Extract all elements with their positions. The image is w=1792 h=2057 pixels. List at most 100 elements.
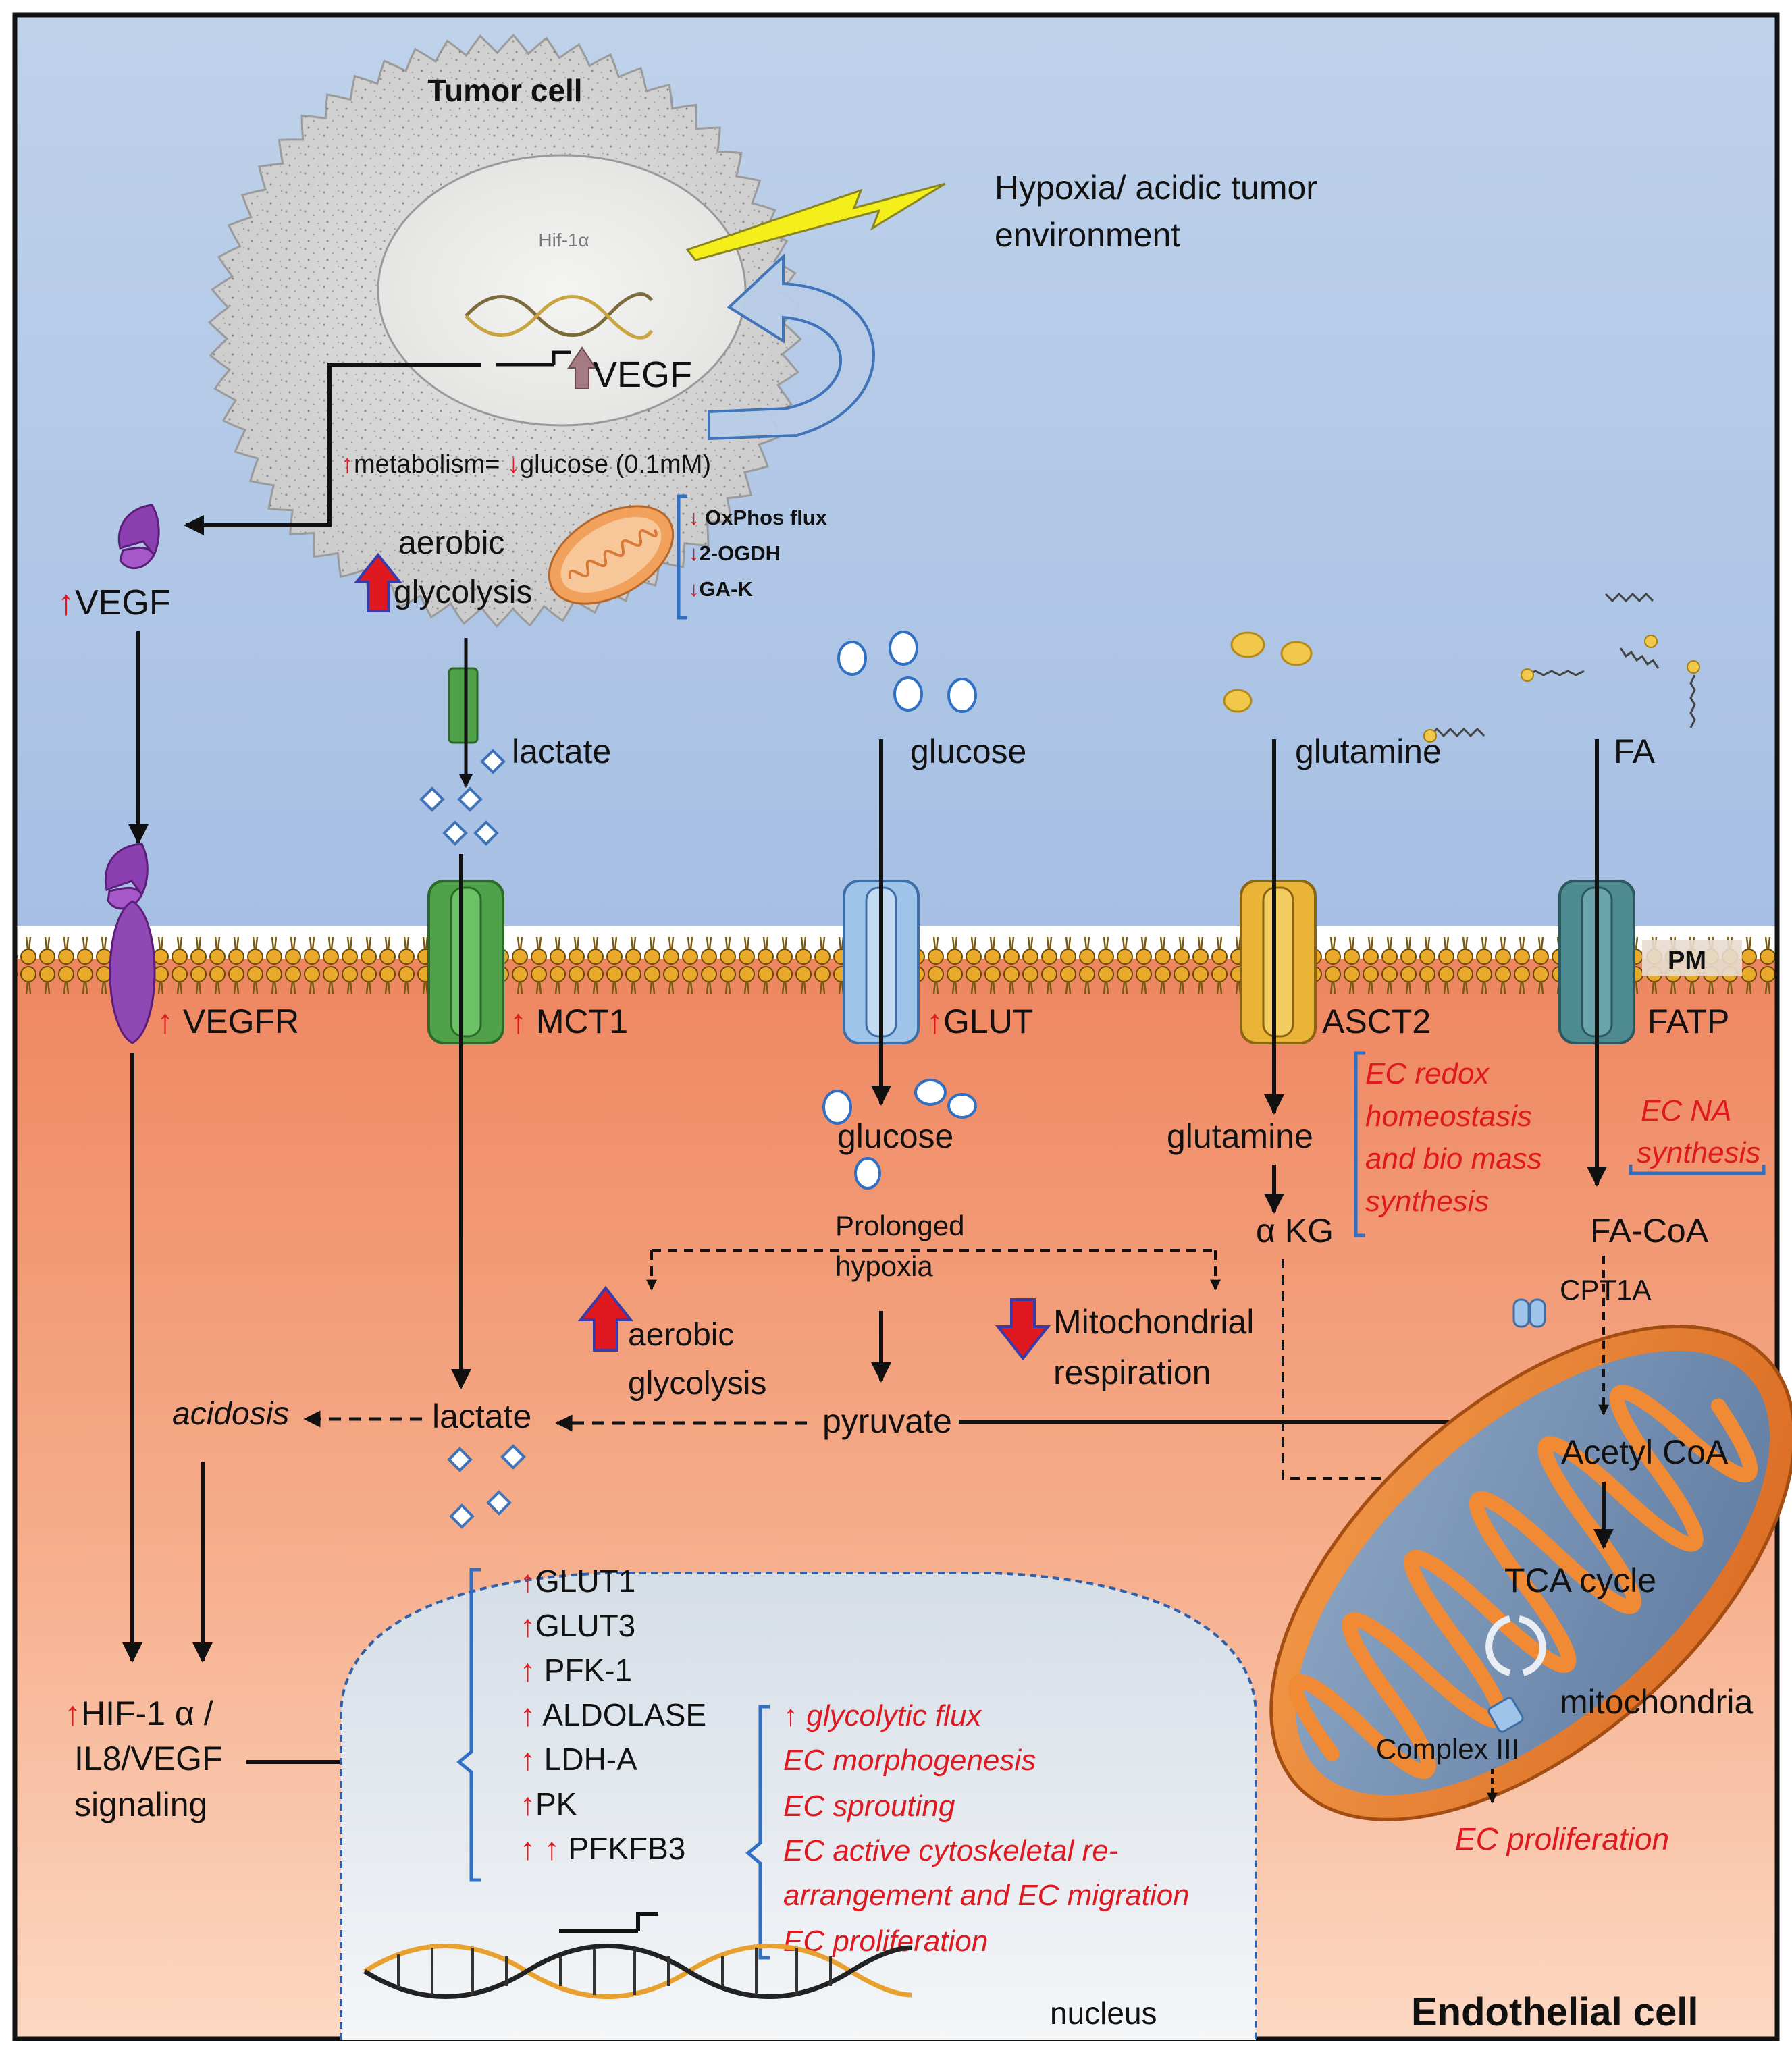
prolonged-hypoxia-label-2: hypoxia xyxy=(835,1250,933,1282)
signaling-label-3: signaling xyxy=(74,1786,207,1823)
glucose-molecules-outside xyxy=(837,631,977,713)
lactate-diamonds-outside xyxy=(419,749,506,846)
tumor-aerobic-label-1: aerobic xyxy=(398,525,504,561)
facoa-label: FA-CoA xyxy=(1590,1212,1709,1250)
cpt1a-label: CPT1A xyxy=(1560,1274,1651,1306)
mito-resp-down-arrow-icon xyxy=(995,1298,1051,1361)
glutamine-in-label: glutamine xyxy=(1167,1117,1313,1155)
acetylcoa-label: Acetyl CoA xyxy=(1561,1433,1729,1471)
mito-list-item-1: ↓ OxPhos flux xyxy=(689,506,828,529)
fa-out-label: FA xyxy=(1614,732,1656,770)
glucose-out-label: glucose xyxy=(910,732,1026,770)
signaling-label-1: ↑HIF-1 α / xyxy=(64,1694,213,1732)
akg-label: α KG xyxy=(1256,1212,1334,1250)
effects-bracket xyxy=(745,1705,770,1960)
prolonged-hypoxia-label-1: Prolonged xyxy=(835,1210,964,1241)
na-label-1: EC NA xyxy=(1641,1094,1731,1127)
tumor-mito-bracket xyxy=(677,494,687,620)
gene-item-3: ↑ PFK-1 xyxy=(520,1653,632,1688)
tumor-cell-title: Tumor cell xyxy=(427,73,582,108)
nucleus-label: nucleus xyxy=(1050,1996,1157,2031)
tumor-mitochondrion-icon xyxy=(548,505,675,605)
mito-list-item-2: ↓2-OGDH xyxy=(689,541,781,565)
vegfr-label: ↑ VEGFR xyxy=(157,1003,299,1040)
mito-resp-label-1: Mitochondrial xyxy=(1053,1303,1254,1341)
mito-resp-label-2: respiration xyxy=(1053,1354,1211,1391)
redox-label-2: homeostasis xyxy=(1365,1100,1532,1133)
gene-item-2: ↑GLUT3 xyxy=(520,1608,635,1643)
glucose-in-label: glucose xyxy=(837,1117,953,1155)
asct2-label: ASCT2 xyxy=(1322,1003,1431,1040)
gene-item-5: ↑ LDH-A xyxy=(520,1742,637,1777)
mitochondria-label: mitochondria xyxy=(1560,1683,1753,1721)
vegf-up-arrow-icon xyxy=(567,346,597,389)
gene-bracket xyxy=(456,1568,481,1882)
ec-promoter-icon xyxy=(559,1912,658,1933)
hif1a-label: Hif-1α xyxy=(538,230,589,250)
ec-mitochondrion-icon xyxy=(1269,1325,1792,1821)
vegf-ligand-icon xyxy=(117,504,160,557)
pm-label-box xyxy=(1642,940,1742,976)
mito-list-item-3: ↓GA-K xyxy=(689,577,753,601)
asct2-transporter-icon xyxy=(1240,880,1317,1044)
ec-aerobic-label-2: glycolysis xyxy=(628,1366,766,1401)
gene-item-4: ↑ ALDOLASE xyxy=(520,1697,706,1732)
ec-aerobic-label-1: aerobic xyxy=(628,1317,734,1353)
promoter-icon xyxy=(496,350,571,367)
signaling-label-2: IL8/VEGF xyxy=(74,1740,223,1778)
metabolism-line: ↑metabolism= ↓glucose (0.1mM) xyxy=(341,450,711,479)
gene-list: ↑GLUT1 ↑GLUT3 ↑ PFK-1 ↑ ALDOLASE ↑ LDH-A… xyxy=(520,1564,706,1866)
fatp-label: FATP xyxy=(1648,1003,1729,1040)
tumor-cell: Tumor cell Hif-1α VEGF ↑metabolism= ↓glu… xyxy=(207,33,876,629)
redox-label-3: and bio mass xyxy=(1365,1142,1542,1175)
gene-item-1: ↑GLUT1 xyxy=(520,1564,635,1599)
redox-bracket xyxy=(1354,1051,1365,1237)
redox-label-1: EC redox xyxy=(1365,1057,1490,1090)
ec-nucleus xyxy=(340,1572,1257,2040)
fatty-acid-heads xyxy=(1423,635,1700,743)
pm-label: PM xyxy=(1668,946,1706,975)
tumor-aerobic-label-2: glycolysis xyxy=(394,575,532,610)
complex3-icon xyxy=(1487,1697,1524,1733)
effect-item-2: EC morphogenesis xyxy=(783,1744,1036,1777)
vegf-secretion-line xyxy=(184,363,481,535)
lactate-in-label: lactate xyxy=(432,1397,531,1435)
cpt1a-icon xyxy=(1512,1298,1546,1328)
tumor-vegf-label: VEGF xyxy=(593,354,692,395)
lightning-bolt-icon xyxy=(685,182,946,261)
lactate-out-label: lactate xyxy=(512,732,611,770)
tca-cycle-icon xyxy=(1485,1615,1546,1676)
vegfr-receptor-icon xyxy=(105,843,156,1044)
ec-aerobic-up-arrow-icon xyxy=(577,1285,634,1352)
effect-item-1: ↑ glycolytic flux xyxy=(783,1699,982,1732)
complex3-label: Complex III xyxy=(1376,1733,1519,1765)
tumor-dna-icon xyxy=(465,292,654,340)
feedback-curved-arrow-icon xyxy=(708,253,876,441)
glut-label: ↑GLUT xyxy=(926,1003,1033,1040)
effect-item-5: arrangement and EC migration xyxy=(783,1879,1190,1912)
tca-label: TCA cycle xyxy=(1504,1561,1656,1599)
mct1-transporter-icon xyxy=(427,880,504,1044)
lactate-diamonds-inside xyxy=(447,1444,526,1529)
glutamine-out-label: glutamine xyxy=(1295,732,1442,770)
effect-item-3: EC sprouting xyxy=(783,1790,955,1823)
aerobic-up-arrow-icon xyxy=(353,552,403,612)
tumor-mct1-icon xyxy=(448,667,479,744)
glutamine-molecules-outside xyxy=(1223,631,1313,713)
redox-label-4: synthesis xyxy=(1365,1185,1489,1218)
glucose-molecules-inside xyxy=(822,1079,977,1190)
pyruvate-label: pyruvate xyxy=(822,1402,952,1440)
gene-item-7: ↑ ↑ PFKFB3 xyxy=(520,1831,685,1866)
na-bracket xyxy=(1629,1165,1766,1175)
gene-item-6: ↑PK xyxy=(520,1786,577,1821)
endothelial-cell-label: Endothelial cell xyxy=(1411,1990,1698,2034)
acidosis-label: acidosis xyxy=(172,1396,289,1432)
ec-prolif-label: EC proliferation xyxy=(1455,1821,1669,1856)
secreted-vegf-label: ↑VEGF xyxy=(57,583,171,622)
ec-dna-icon xyxy=(363,1944,912,1999)
effect-item-4: EC active cytoskeletal re- xyxy=(783,1834,1118,1867)
na-label-2: synthesis xyxy=(1637,1136,1760,1169)
environment-label-1: Hypoxia/ acidic tumor xyxy=(995,169,1317,207)
